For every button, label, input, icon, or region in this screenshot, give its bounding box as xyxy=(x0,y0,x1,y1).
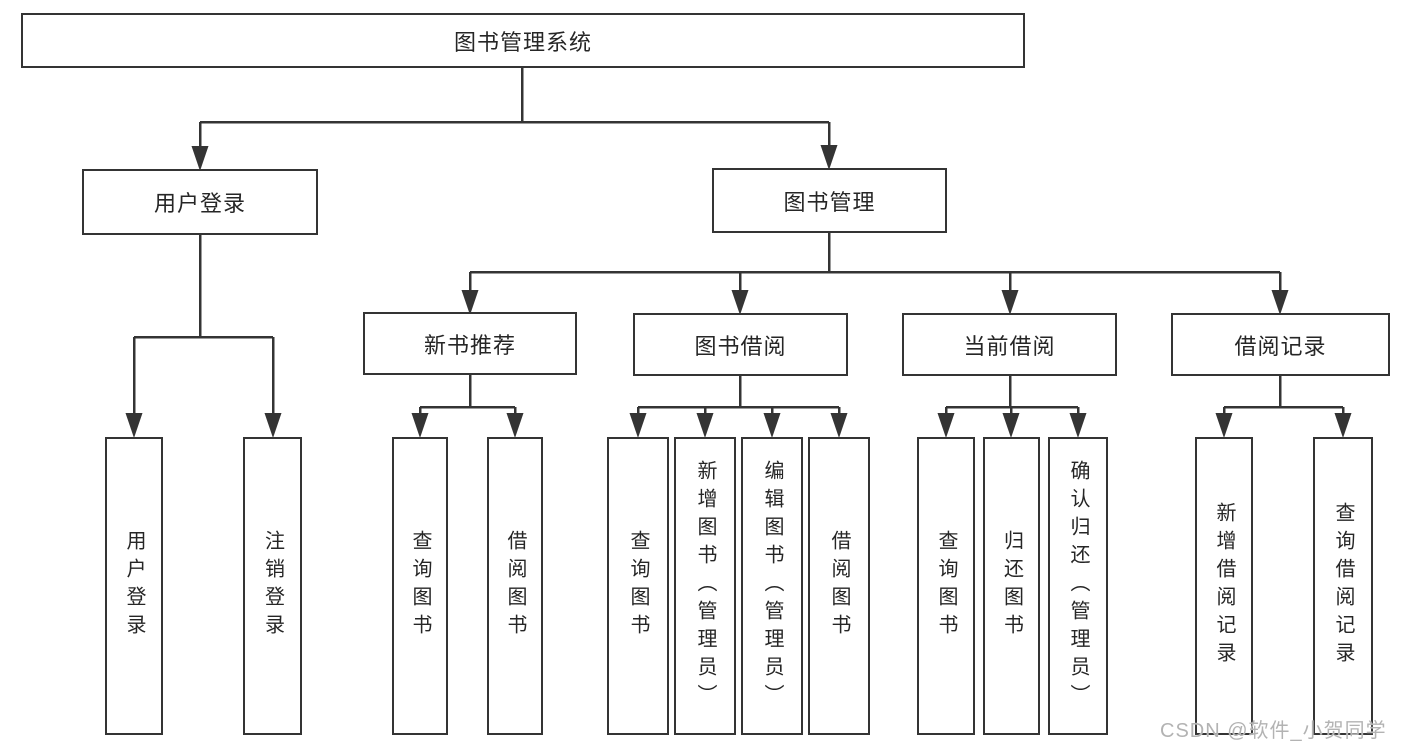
node-label: 用户登录 xyxy=(153,191,246,216)
node-book-mgmt: 图书管理 xyxy=(712,168,947,233)
wire-bookmgmt-split xyxy=(468,233,1282,294)
arrow-down-icon xyxy=(1002,413,1020,438)
node-label: 归还图书 xyxy=(1000,530,1023,642)
arrow-down-icon xyxy=(1334,413,1352,438)
node-borrow-records: 借阅记录 xyxy=(1171,313,1390,376)
leaf-user-login: 用户登录 xyxy=(105,437,163,735)
arrow-down-icon xyxy=(1271,290,1289,315)
csdn-watermark: CSDN @软件_小贺同学 xyxy=(1160,720,1387,742)
wire-userlogin-split xyxy=(132,235,275,418)
arrow-down-icon xyxy=(629,413,647,438)
arrow-down-icon xyxy=(763,413,781,438)
leaf-cb-return-books: 归还图书 xyxy=(983,437,1040,735)
arrow-down-icon xyxy=(1069,413,1087,438)
node-label: 借阅图书 xyxy=(504,530,526,642)
node-label: 确认归还（管理员） xyxy=(1067,460,1089,712)
node-label: 图书管理系统 xyxy=(453,29,592,55)
leaf-bb-edit-books: 编辑图书（管理员） xyxy=(741,437,803,735)
node-label: 新书推荐 xyxy=(423,332,516,358)
arrow-down-icon xyxy=(937,413,955,438)
leaf-nb-query-books: 查询图书 xyxy=(392,437,448,735)
wire-root-split xyxy=(198,68,831,150)
arrow-down-icon xyxy=(264,413,282,438)
node-label: 新增借阅记录 xyxy=(1213,502,1235,670)
leaf-bb-add-books: 新增图书（管理员） xyxy=(674,437,736,735)
leaf-bb-query-books: 查询图书 xyxy=(607,437,669,735)
node-label: 用户登录 xyxy=(123,530,145,642)
arrow-down-icon xyxy=(1001,290,1019,315)
leaf-bb-borrow-books: 借阅图书 xyxy=(808,437,870,735)
node-label: 编辑图书（管理员） xyxy=(761,460,783,712)
wire-currentborrow-split xyxy=(944,375,1080,419)
wire-newbookrec-split xyxy=(418,375,517,419)
node-label: 查询图书 xyxy=(935,530,957,642)
node-label: 借阅图书 xyxy=(828,530,850,642)
arrow-down-icon xyxy=(191,146,209,171)
node-label: 查询图书 xyxy=(409,530,431,642)
leaf-nb-borrow-books: 借阅图书 xyxy=(487,437,543,735)
node-label: 图书借阅 xyxy=(694,333,787,359)
arrow-down-icon xyxy=(820,145,838,170)
arrow-down-icon xyxy=(411,413,429,438)
node-label: 借阅记录 xyxy=(1234,333,1327,359)
leaf-cb-query-books: 查询图书 xyxy=(917,437,975,735)
node-label: 查询图书 xyxy=(627,530,649,642)
arrow-down-icon xyxy=(506,413,524,438)
arrow-down-icon xyxy=(125,413,143,438)
arrow-down-icon xyxy=(1215,413,1233,438)
leaf-br-query-record: 查询借阅记录 xyxy=(1313,437,1373,735)
arrow-down-icon xyxy=(731,290,749,315)
arrow-down-icon xyxy=(830,413,848,438)
arrow-down-icon xyxy=(461,290,479,315)
node-label: 注销登录 xyxy=(261,530,284,642)
node-current-borrow: 当前借阅 xyxy=(902,313,1117,376)
wire-borrowrecords-split xyxy=(1222,375,1345,419)
node-label: 查询借阅记录 xyxy=(1332,502,1354,670)
leaf-cb-confirm-return: 确认归还（管理员） xyxy=(1048,437,1108,735)
wire-bookborrow-split xyxy=(636,375,841,419)
arrowheads xyxy=(125,145,1352,438)
node-user-login: 用户登录 xyxy=(82,169,318,235)
node-root: 图书管理系统 xyxy=(21,13,1025,68)
leaf-logout: 注销登录 xyxy=(243,437,302,735)
leaf-br-add-record: 新增借阅记录 xyxy=(1195,437,1253,735)
arrow-down-icon xyxy=(696,413,714,438)
node-label: 新增图书（管理员） xyxy=(694,460,716,712)
node-new-book-rec: 新书推荐 xyxy=(363,312,577,375)
node-label: 图书管理 xyxy=(783,189,876,215)
node-label: 当前借阅 xyxy=(963,333,1056,359)
node-book-borrow: 图书借阅 xyxy=(633,313,848,376)
